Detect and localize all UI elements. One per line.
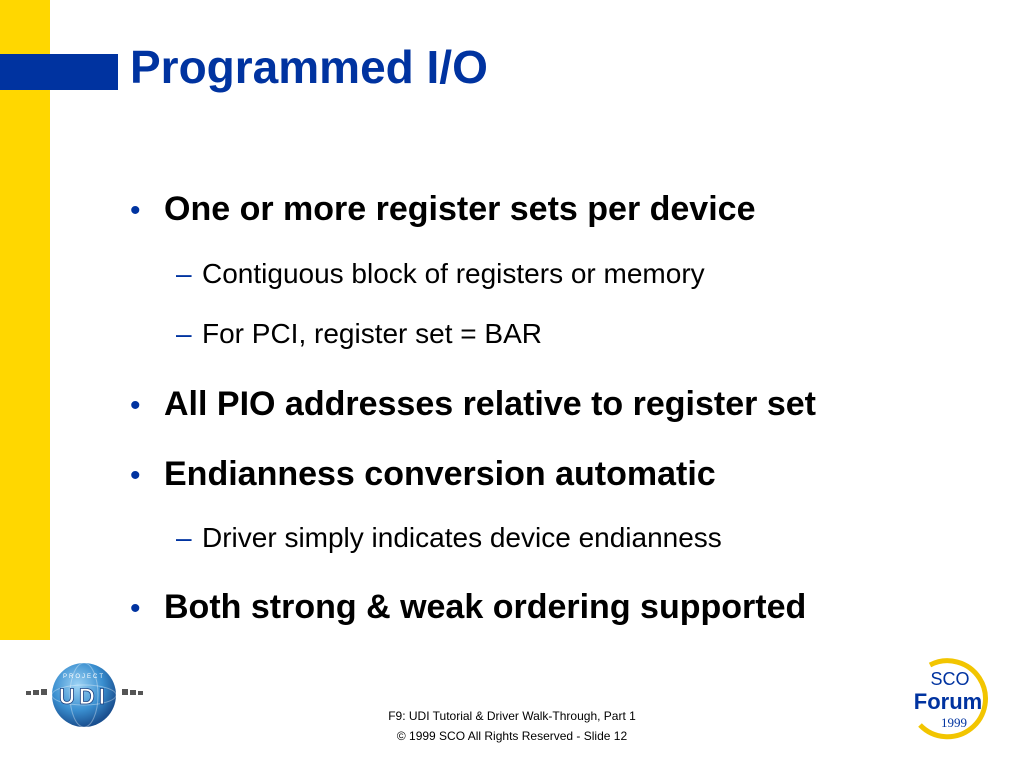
bullet-marker: • [130,389,141,422]
bullet-text: Both strong & weak ordering supported [164,588,807,626]
dash-marker: – [176,522,192,553]
sub-bullet-text: Driver simply indicates device endiannes… [202,522,722,553]
bullet-item: • Both strong & weak ordering supported [130,588,806,627]
bullet-item: • All PIO addresses relative to register… [130,385,816,424]
bullet-item: • One or more register sets per device [130,190,755,229]
sub-bullet-item: – Contiguous block of registers or memor… [176,258,705,290]
udi-logo: PROJECT UDI [26,662,143,728]
slide-title: Programmed I/O [130,41,488,93]
bullet-text: All PIO addresses relative to register s… [164,385,816,423]
udi-logo-text: UDI [59,684,109,709]
bullet-marker: • [130,194,141,227]
bullet-item: • Endianness conversion automatic [130,455,716,494]
year-logo-text: 1999 [941,715,967,730]
bullet-text: Endianness conversion automatic [164,455,716,493]
bullet-marker: • [130,459,141,492]
forum-logo-text: Forum [914,689,982,714]
sco-logo-text: SCO [930,669,969,689]
udi-ring-text: PROJECT [63,674,105,680]
logo-swoosh [918,658,988,740]
footer-line-2: © 1999 SCO All Rights Reserved - Slide 1… [396,729,628,743]
sub-bullet-item: – For PCI, register set = BAR [176,318,542,350]
sco-forum-logo: SCO Forum 1999 [914,658,988,740]
yellow-side-bar [0,0,50,640]
footer-line-1: F9: UDI Tutorial & Driver Walk-Through, … [388,709,636,723]
globe-icon [51,662,117,728]
sub-bullet-item: – Driver simply indicates device endiann… [176,522,722,554]
dash-marker: – [176,318,192,349]
sub-bullet-text: Contiguous block of registers or memory [202,258,705,289]
bullet-marker: • [130,592,141,625]
sub-bullet-text: For PCI, register set = BAR [202,318,542,349]
bullet-text: One or more register sets per device [164,190,756,228]
dash-marker: – [176,258,192,289]
blue-title-bar [0,54,118,90]
